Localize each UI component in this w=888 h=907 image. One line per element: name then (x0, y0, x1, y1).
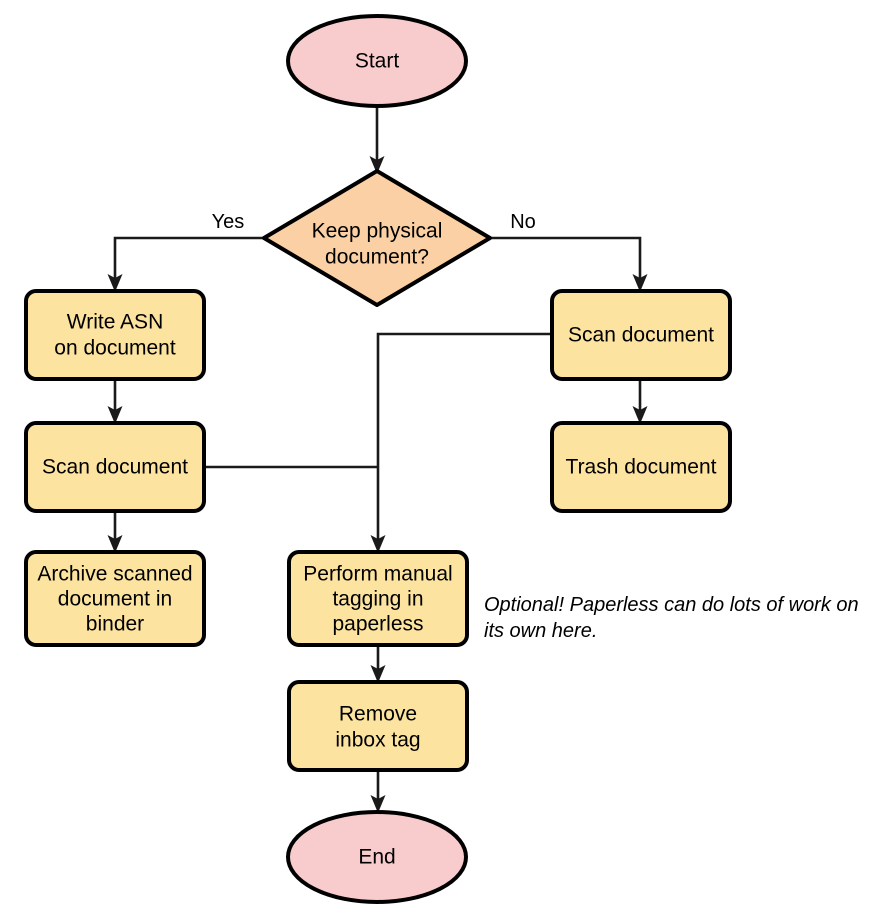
annotation-line1: Optional! Paperless can do lots of work … (484, 594, 859, 616)
edge-label-yes: Yes (212, 211, 245, 233)
edge-scan-right-to-trash (632, 379, 648, 424)
process-shape (550, 421, 732, 513)
node-archive-binder[interactable]: Archive scanned document in binder (24, 550, 206, 647)
node-label-trash-document: Trash document (566, 456, 717, 479)
arrowhead-icon (632, 274, 648, 292)
arrowhead-icon (107, 535, 123, 553)
arrowhead-icon (107, 406, 123, 424)
edge-tagging-to-remove-inbox (370, 645, 386, 683)
node-label-archive-line2: document in (58, 588, 172, 611)
process-shape (287, 550, 469, 647)
annotation-optional-note: Optional! Paperless can do lots of work … (484, 594, 859, 642)
edge-start-to-decision (369, 106, 385, 174)
node-start[interactable]: Start (286, 14, 468, 108)
edge-write-asn-to-scan-left (107, 379, 123, 424)
node-label-remove-inbox-line2: inbox tag (335, 729, 420, 752)
edge-label-no: No (510, 211, 536, 233)
terminator-shape (286, 14, 468, 108)
node-label-archive-line1: Archive scanned (37, 563, 192, 586)
arrowhead-icon (370, 535, 386, 553)
arrowhead-icon (107, 274, 123, 292)
node-label-tagging-line3: paperless (332, 613, 423, 636)
node-manual-tagging[interactable]: Perform manual tagging in paperless (287, 550, 469, 647)
edge-scan-right-to-tagging (370, 332, 552, 553)
node-label-tagging-line2: tagging in (332, 588, 423, 611)
edge-line (490, 236, 642, 282)
node-label-keep-physical-line1: Keep physical (312, 220, 443, 243)
node-layer: Start Keep physical document? Write ASN … (24, 14, 732, 904)
node-label-end: End (358, 846, 395, 869)
node-label-scan-document-right: Scan document (568, 324, 714, 347)
arrowhead-icon (632, 406, 648, 424)
node-write-asn[interactable]: Write ASN on document (24, 289, 206, 381)
edge-scan-left-to-archive (107, 511, 123, 553)
process-shape (24, 289, 206, 381)
process-shape (287, 680, 469, 772)
node-label-keep-physical-line2: document? (325, 246, 429, 269)
edge-layer: Yes No (107, 106, 648, 813)
edge-remove-inbox-to-end (370, 770, 386, 813)
decision-shape (262, 169, 492, 307)
node-label-scan-document-left: Scan document (42, 456, 188, 479)
node-label-start: Start (355, 50, 400, 73)
edge-line (113, 236, 264, 282)
edge-line (376, 332, 552, 543)
arrowhead-icon (370, 665, 386, 683)
arrowhead-icon (369, 156, 385, 174)
node-label-archive-line3: binder (86, 613, 144, 636)
node-label-write-asn-line1: Write ASN (67, 311, 163, 334)
process-shape (24, 550, 206, 647)
arrowhead-icon (370, 795, 386, 813)
terminator-shape (286, 810, 468, 904)
process-shape (24, 421, 206, 513)
node-label-write-asn-line2: on document (54, 337, 176, 360)
node-keep-physical-document[interactable]: Keep physical document? (262, 169, 492, 307)
node-remove-inbox-tag[interactable]: Remove inbox tag (287, 680, 469, 772)
node-end[interactable]: End (286, 810, 468, 904)
node-scan-document-right[interactable]: Scan document (550, 289, 732, 381)
node-label-remove-inbox-line1: Remove (339, 703, 417, 726)
edge-decision-no-to-scan-right: No (490, 211, 648, 292)
node-trash-document[interactable]: Trash document (550, 421, 732, 513)
node-label-tagging-line1: Perform manual (303, 563, 452, 586)
edge-decision-yes-to-write-asn: Yes (107, 211, 264, 292)
process-shape (550, 289, 732, 381)
node-scan-document-left[interactable]: Scan document (24, 421, 206, 513)
annotation-line2: its own here. (484, 620, 597, 642)
